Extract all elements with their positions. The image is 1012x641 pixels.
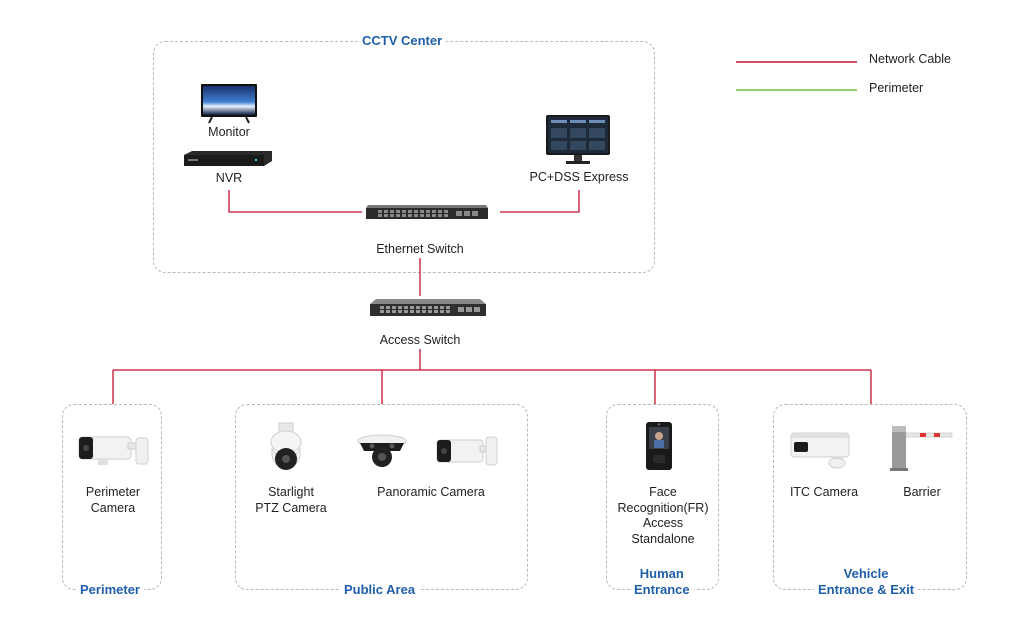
- ptz-camera-icon: [270, 422, 302, 470]
- human-entrance-title-line2: Entrance: [634, 582, 690, 597]
- face-recognition-label-line1: Face: [649, 485, 677, 499]
- face-recognition-label-line3: Access: [642, 516, 684, 530]
- ethernet-switch-icon: [366, 205, 488, 219]
- legend-network-label: Network Cable: [869, 52, 951, 66]
- vehicle-entrance-title-line1: Vehicle: [843, 566, 889, 581]
- vehicle-entrance-title: Vehicle Entrance & Exit: [814, 566, 919, 598]
- perimeter-camera-label-line2: Camera: [90, 500, 136, 515]
- itc-camera-label: ITC Camera: [789, 485, 859, 499]
- starlight-ptz-label-line2: PTZ Camera: [255, 500, 327, 515]
- ethernet-switch-label: Ethernet Switch: [376, 242, 464, 256]
- barrier-label: Barrier: [903, 485, 941, 499]
- vehicle-entrance-title-line2: Entrance & Exit: [818, 582, 915, 597]
- face-recognition-label-line4: Standalone: [631, 531, 695, 546]
- perimeter-title: Perimeter: [76, 582, 144, 598]
- perimeter-camera-label-line1: Perimeter: [85, 485, 141, 499]
- human-entrance-title: Human Entrance: [630, 566, 694, 598]
- face-terminal-icon: [646, 422, 672, 470]
- pc-dss-icon: [546, 115, 610, 164]
- face-recognition-label: Face Recognition(FR) Access Standalone: [604, 485, 722, 547]
- monitor-icon: [201, 84, 257, 124]
- nvr-wire: [228, 190, 362, 213]
- public-area-title: Public Area: [340, 582, 420, 598]
- legend-perimeter-label: Perimeter: [869, 81, 924, 95]
- pc-wire: [500, 190, 580, 213]
- human-entrance-title-line1: Human: [639, 566, 684, 581]
- nvr-label: NVR: [215, 171, 243, 185]
- face-recognition-label-line2: Recognition(FR): [617, 500, 709, 515]
- barrier-icon: [890, 426, 953, 471]
- panoramic-camera-label: Panoramic Camera: [377, 485, 485, 499]
- nvr-icon: [184, 151, 272, 166]
- starlight-ptz-label: Starlight PTZ Camera: [246, 485, 336, 516]
- panoramic-dome-camera-icon: [357, 434, 407, 467]
- perimeter-camera-label: Perimeter Camera: [68, 485, 158, 516]
- starlight-ptz-label-line1: Starlight: [268, 485, 314, 499]
- monitor-label: Monitor: [208, 125, 250, 139]
- access-switch-icon: [370, 299, 486, 316]
- bullet-camera-icon: [78, 436, 149, 465]
- access-switch-label: Access Switch: [379, 333, 461, 347]
- cctv-center-title: CCTV Center: [358, 33, 447, 49]
- itc-camera-icon: [790, 432, 850, 469]
- pc-dss-label: PC+DSS Express: [529, 170, 629, 184]
- panoramic-bullet-camera-icon: [436, 436, 498, 466]
